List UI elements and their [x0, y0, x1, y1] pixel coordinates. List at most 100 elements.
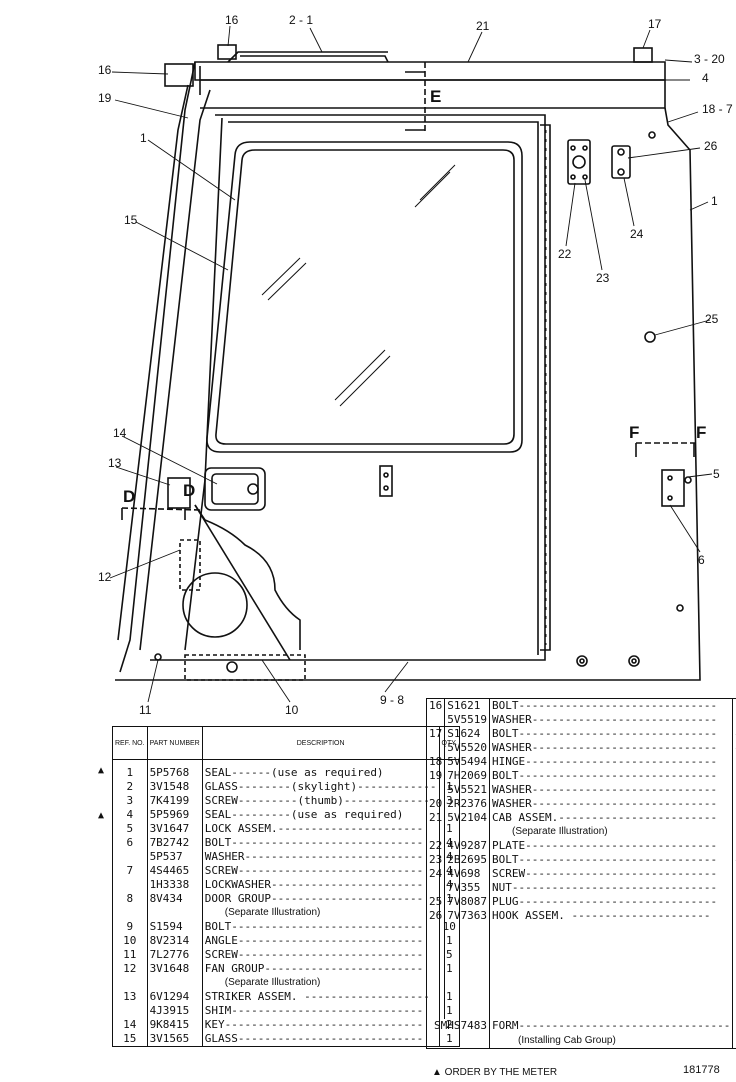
callout-10: 10: [285, 703, 299, 717]
description: BOLT------------------------------: [489, 727, 734, 741]
ref-number: 5: [112, 822, 148, 836]
ref-number: 2: [112, 780, 148, 794]
part-number: 5V5521: [444, 783, 490, 797]
description: LOCKWASHER-----------------------: [202, 878, 440, 892]
table-spacer-row: [426, 923, 736, 1019]
view-marker-f-right: F: [696, 423, 707, 442]
callout-1-left: 1: [140, 131, 147, 145]
description: PLUG------------------------------: [489, 895, 734, 909]
ref-number: [426, 713, 446, 727]
description: WASHER---------------------------: [202, 850, 440, 864]
empty-cell: [489, 923, 734, 1019]
description: LOCK ASSEM.----------------------: [202, 822, 440, 836]
part-number: [147, 976, 203, 990]
description: WASHER----------------------------: [489, 783, 734, 797]
ref-number: 7: [112, 864, 148, 878]
callout-2-1: 2 - 1: [289, 13, 314, 27]
ref-number: 6: [112, 836, 148, 850]
order-by-meter-mark: ▲: [98, 765, 105, 776]
part-number: 3V1548: [147, 780, 203, 794]
form-note: (Installing Cab Group): [518, 1035, 616, 1046]
callout-24: 24: [630, 227, 644, 241]
ref-number: 11: [112, 948, 148, 962]
callout-16-left: 16: [98, 63, 112, 77]
description: SHIM-----------------------------: [202, 1004, 440, 1018]
part-number: 5V5494: [444, 755, 490, 769]
description: WASHER----------------------------: [489, 713, 734, 727]
ref-number: 18: [426, 755, 446, 769]
callout-22: 22: [558, 247, 572, 261]
ref-number: 15: [112, 1032, 148, 1047]
part-number: 8V434: [147, 892, 203, 906]
ref-number: [112, 1004, 148, 1018]
part-number: 3V1565: [147, 1032, 203, 1047]
ref-number: 26: [426, 909, 446, 923]
callout-17: 17: [648, 17, 662, 31]
part-number: S1594: [147, 920, 203, 934]
callout-18-7: 18 - 7: [702, 102, 733, 116]
part-number: 4J3915: [147, 1004, 203, 1018]
ref-number: [112, 976, 148, 990]
description: BOLT-----------------------------: [202, 920, 440, 934]
part-number: 4V698: [444, 867, 490, 881]
header-ref-no: REF. NO.: [112, 726, 148, 760]
description: SCREW----------------------------: [202, 948, 440, 962]
part-number: 5V5520: [444, 741, 490, 755]
description: SEAL------(use as required): [202, 759, 440, 780]
part-number: 7L2776: [147, 948, 203, 962]
ref-number: [112, 850, 148, 864]
part-number: S1624: [444, 727, 490, 741]
header-part-number: PART NUMBER: [147, 726, 203, 760]
part-number: 1H3338: [147, 878, 203, 892]
callout-5: 5: [713, 467, 720, 481]
callout-3-20: 3 - 20: [694, 52, 725, 66]
part-number: 2R2376: [444, 797, 490, 811]
ref-number: [426, 825, 446, 839]
order-by-meter-footnote: ▲ ORDER BY THE METER: [432, 1067, 558, 1078]
description: (Separate Illustration): [489, 825, 734, 839]
ref-number: [426, 881, 446, 895]
description: KEY------------------------------: [202, 1018, 440, 1032]
view-marker-d-right: D: [183, 481, 196, 500]
form-part-number: SMHS7483: [426, 1019, 490, 1049]
illustration-number: 181778: [683, 1064, 720, 1076]
ref-number: 14: [112, 1018, 148, 1032]
callout-26: 26: [704, 139, 718, 153]
ref-number: 16: [426, 698, 446, 713]
callout-1-right: 1: [711, 194, 718, 208]
ref-number: 23: [426, 853, 446, 867]
description: CAB ASSEM.------------------------: [489, 811, 734, 825]
ref-number: 8: [112, 892, 148, 906]
ref-number: 4: [112, 808, 148, 822]
callout-6: 6: [698, 553, 705, 567]
view-marker-d-left: D: [123, 487, 136, 506]
part-number: 3V1647: [147, 822, 203, 836]
callout-19: 19: [98, 91, 112, 105]
description: SCREW----------------------------: [202, 864, 440, 878]
empty-cell: [444, 923, 490, 1019]
description: HOOK ASSEM. ---------------------: [489, 909, 734, 923]
ref-number: 21: [426, 811, 446, 825]
part-number: 5P5768: [147, 759, 203, 780]
